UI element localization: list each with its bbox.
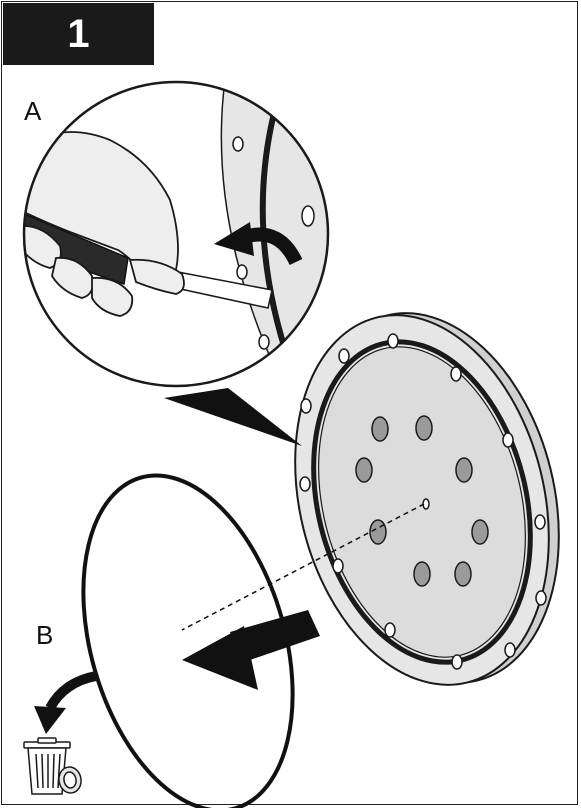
curved-arrow-down-icon [34,676,96,734]
detail-circle [8,60,360,400]
callout-label-a: A [24,96,41,127]
flange-disc [258,286,581,712]
arrow-out-icon [182,610,320,690]
callout-label-b: B [36,620,53,651]
callout-pointer [164,388,302,446]
step-number-badge: 1 [3,3,154,65]
trash-bin-icon [24,738,83,795]
